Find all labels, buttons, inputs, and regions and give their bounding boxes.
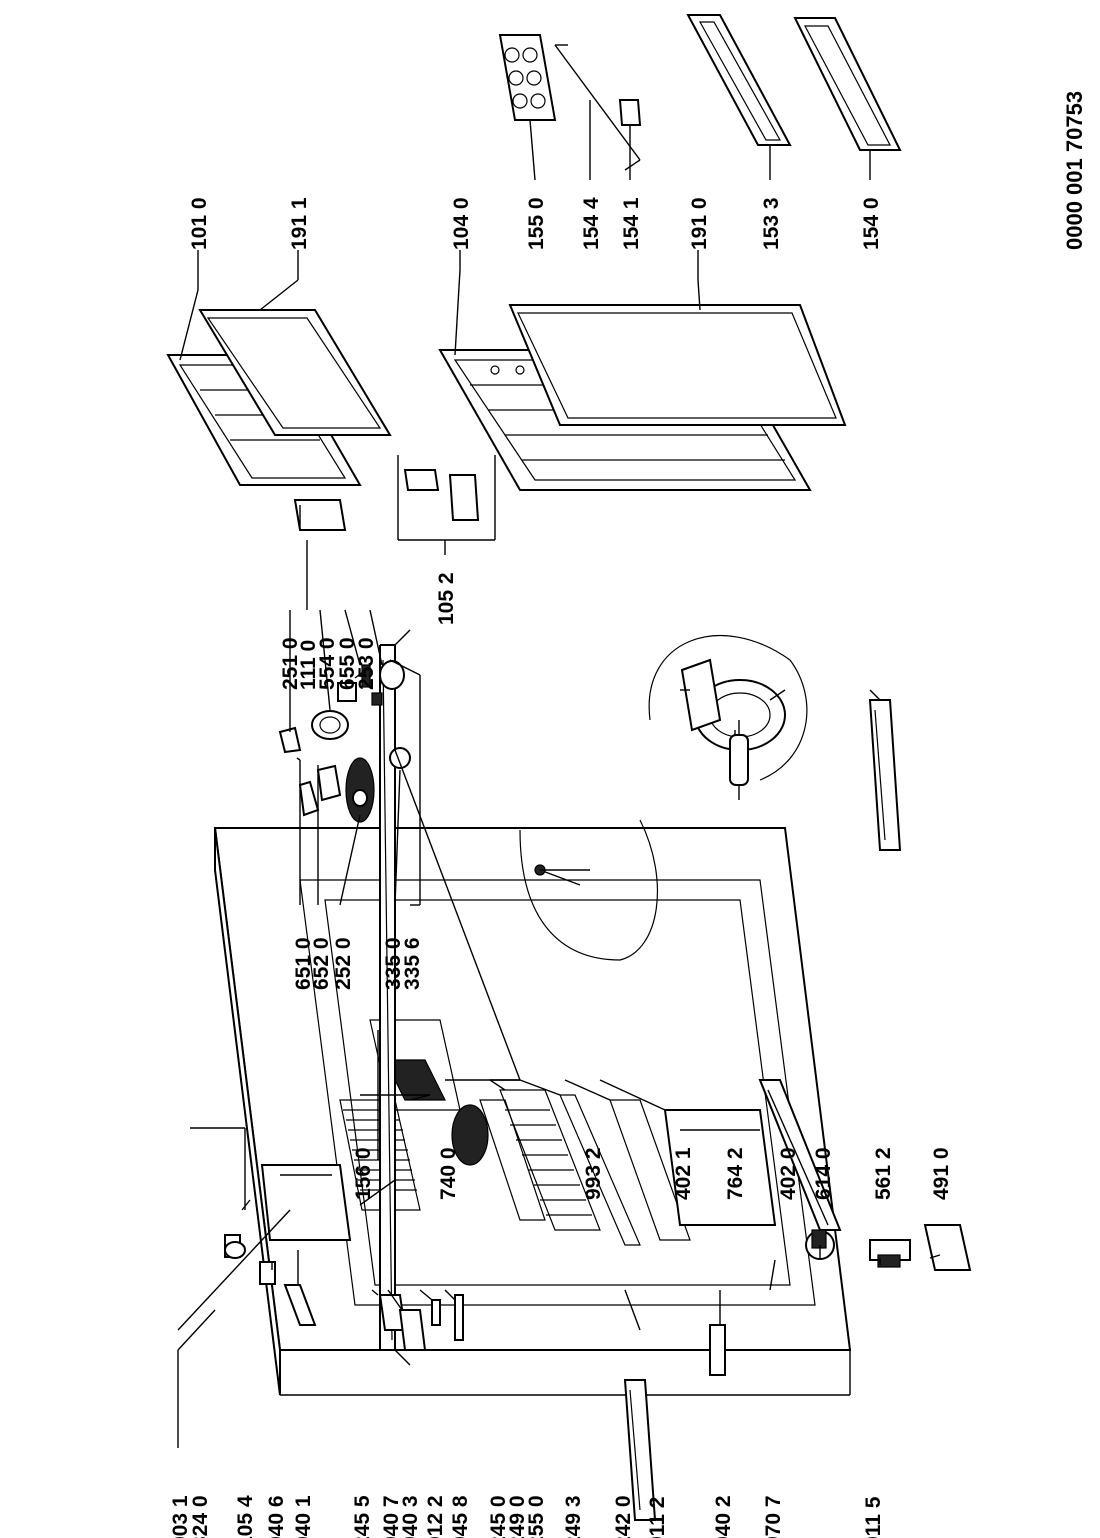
wire-rod [554,44,641,171]
label-402-1: 402 1 [672,1147,695,1200]
rail-left [868,699,902,851]
label-335-6: 335 6 [401,937,424,990]
label-011-5: 011 5 [862,1496,885,1538]
label-191-0: 191 0 [688,197,711,250]
label-651-0: 651 0 [292,937,315,990]
label-153-3: 153 3 [760,197,783,250]
label-554-0: 554 0 [316,637,339,690]
label-040-2: 040 2 [712,1495,735,1538]
label-154-1: 154 1 [620,197,643,250]
label-253-0: 253 0 [355,637,378,690]
label-324-0: 324 0 [189,1495,212,1538]
cover-491 [923,1224,972,1271]
bottle-clip [618,99,642,126]
label-003-1: 003 1 [169,1495,192,1538]
door-shelf-upper [686,14,792,146]
crisper-drawer [663,1109,777,1226]
label-104-0: 104 0 [450,197,473,250]
condenser-grid [384,1059,446,1101]
leader-lines [177,100,941,1448]
label-040-7: 040 7 [380,1495,403,1538]
label-154-0: 154 0 [860,197,883,250]
relay-561 [869,1239,911,1268]
label-614-0: 614 0 [812,1147,835,1200]
label-245-5: 245 5 [351,1495,374,1538]
label-402-0: 402 0 [777,1147,800,1200]
condenser-coil [379,629,411,1366]
label-335-0: 335 0 [382,937,405,990]
rail-right [623,1379,657,1521]
label-154-4: 154 4 [580,197,603,250]
label-993-2: 993 2 [582,1147,605,1200]
label-070-7: 070 7 [762,1495,785,1538]
label-105-4: 105 4 [234,1495,257,1538]
label-740-0: 740 0 [437,1147,460,1200]
label-764-2: 764 2 [724,1147,747,1200]
label-242-0: 242 0 [612,1495,635,1538]
label-191-1: 191 1 [288,197,311,250]
label-912-2: 912 2 [424,1495,447,1538]
thermostat-parts [278,499,411,823]
hinge-cover-group [397,455,496,555]
drawing-code: 0000 001 70753 [1062,91,1087,250]
cabinet [213,629,902,1521]
label-111-0: 111 0 [297,640,320,690]
label-040-6: 040 6 [265,1495,288,1538]
label-255-0: 255 0 [525,1495,548,1538]
fridge-grid-shelves [479,1089,691,1246]
label-040-1: 040 1 [292,1495,315,1538]
label-101-0: 101 0 [188,197,211,250]
label-652-0: 652 0 [310,937,333,990]
door-shelf-lower [793,17,902,151]
label-252-0: 252 0 [332,937,355,990]
label-251-0: 251 0 [279,637,302,690]
freezer-door-gasket [198,309,392,436]
label-011-2: 011 2 [646,1497,669,1538]
label-655-0: 655 0 [336,637,359,690]
label-105-2: 105 2 [435,572,458,625]
egg-tray [498,34,557,121]
label-156-0: 156 0 [352,1147,375,1200]
label-491-0: 491 0 [930,1147,953,1200]
label-155-0: 155 0 [525,197,548,250]
label-561-2: 561 2 [872,1147,895,1200]
drier [729,720,749,800]
label-249-3: 249 3 [562,1495,585,1538]
label-045-8: 045 8 [449,1495,472,1538]
label-245-0: 245 0 [487,1495,510,1538]
label-249-0: 249 0 [506,1495,529,1538]
label-040-3: 040 3 [399,1495,422,1538]
fridge-door-gasket [508,304,847,426]
